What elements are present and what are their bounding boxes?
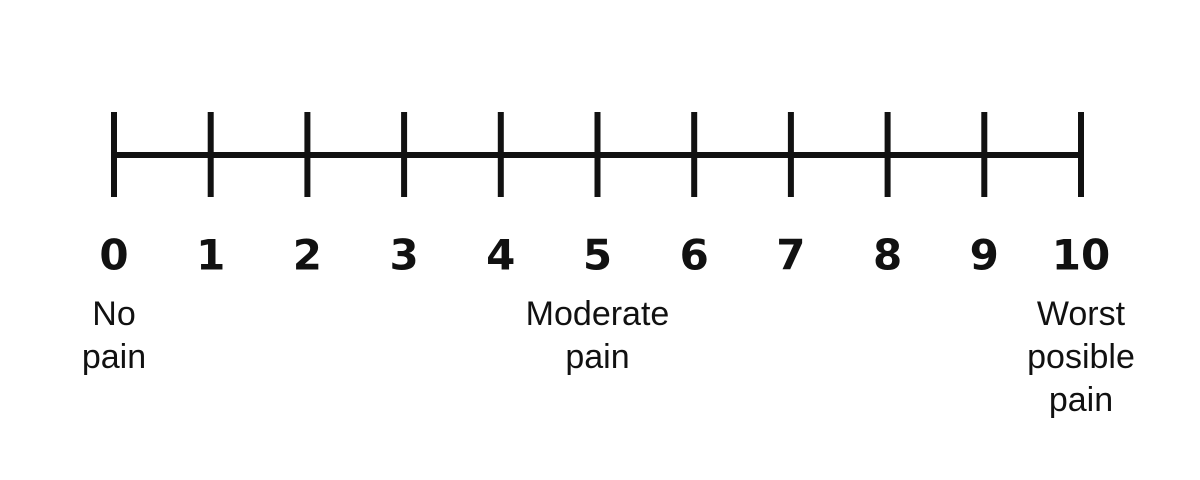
anchor-label-10: Worst posible pain bbox=[1027, 295, 1135, 419]
scale-number-9: 9 bbox=[970, 231, 999, 280]
anchor-label-line: Moderate bbox=[526, 295, 670, 333]
scale-ticks bbox=[111, 112, 1084, 197]
anchor-label-0: No pain bbox=[82, 295, 146, 376]
scale-number-6: 6 bbox=[680, 231, 709, 280]
scale-number-7: 7 bbox=[776, 231, 805, 280]
scale-tick-labels: 0 1 2 3 4 5 6 7 8 9 10 bbox=[99, 231, 1110, 280]
anchor-label-line: pain bbox=[1049, 381, 1113, 419]
scale-number-3: 3 bbox=[389, 231, 418, 280]
scale-number-0: 0 bbox=[99, 231, 128, 280]
scale-number-8: 8 bbox=[873, 231, 902, 280]
anchor-label-line: No bbox=[92, 295, 135, 333]
scale-number-5: 5 bbox=[583, 231, 612, 280]
anchor-label-line: Worst bbox=[1037, 295, 1126, 333]
anchor-label-line: pain bbox=[82, 338, 146, 376]
anchor-label-line: posible bbox=[1027, 338, 1135, 376]
scale-number-4: 4 bbox=[486, 231, 515, 280]
anchor-label-5: Moderate pain bbox=[526, 295, 670, 376]
scale-number-2: 2 bbox=[293, 231, 322, 280]
scale-number-10: 10 bbox=[1052, 231, 1110, 280]
scale-anchor-labels: No pain Moderate pain Worst posible pain bbox=[82, 295, 1135, 419]
anchor-label-line: pain bbox=[565, 338, 629, 376]
scale-number-1: 1 bbox=[196, 231, 225, 280]
